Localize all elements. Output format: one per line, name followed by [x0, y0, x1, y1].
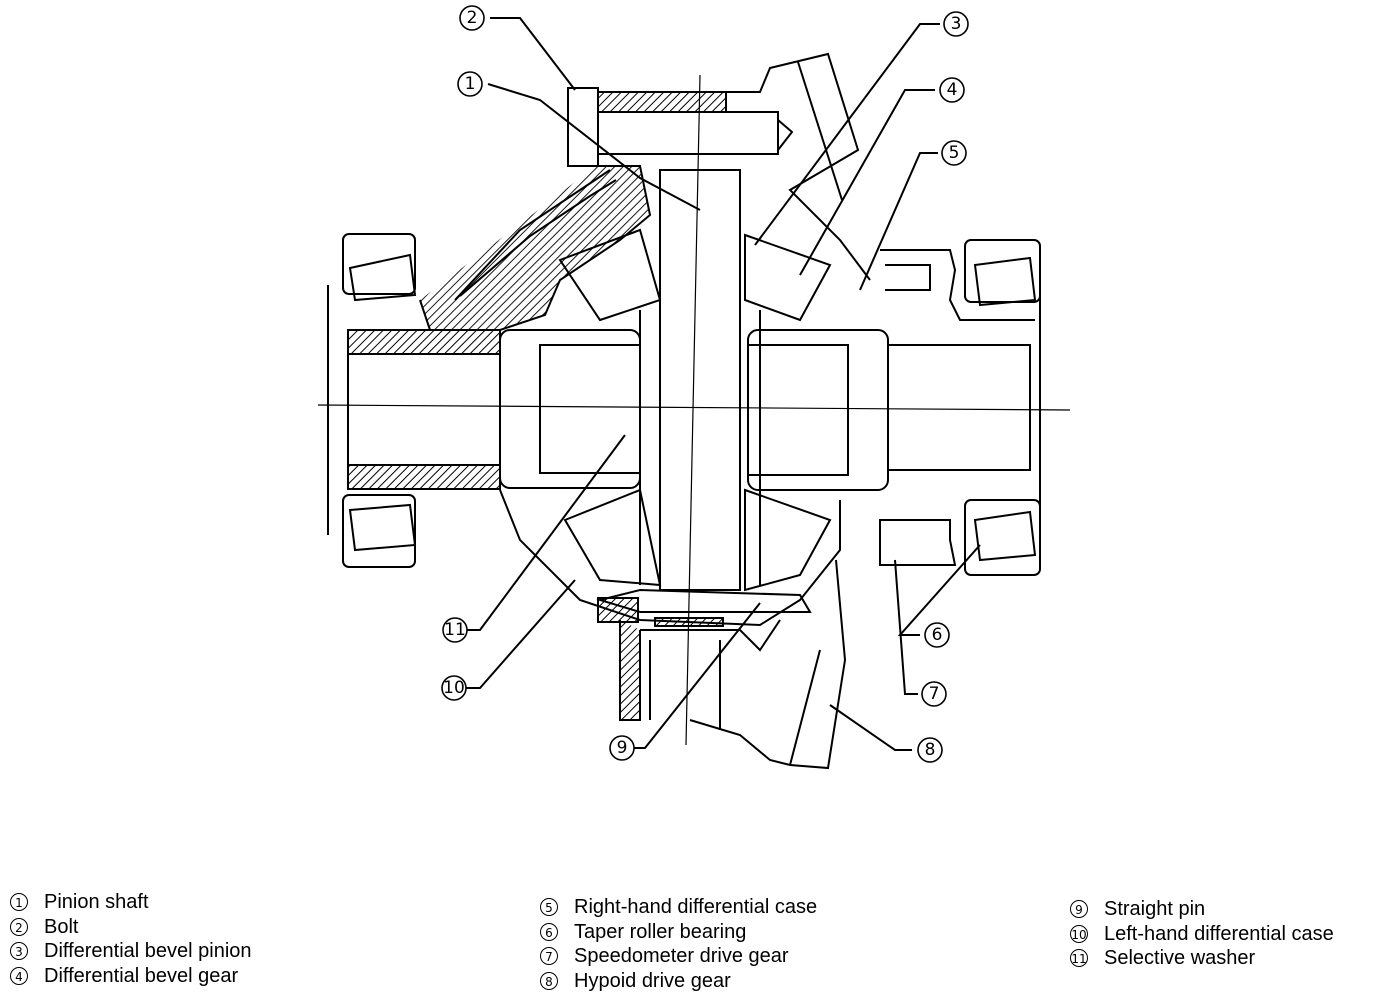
- callout-7: 7: [921, 681, 947, 707]
- callout-9: 9: [609, 735, 635, 761]
- legend-number: 8: [540, 971, 558, 990]
- legend-item: 1 Pinion shaft: [10, 890, 252, 915]
- callout-11: 11: [442, 617, 468, 643]
- legend-number: 4: [10, 966, 28, 985]
- bolt-head: [567, 87, 599, 167]
- callout-3: 3: [943, 11, 969, 37]
- legend-label: Selective washer: [1104, 947, 1256, 969]
- legend-item: 11 Selective washer: [1070, 946, 1334, 971]
- legend-label: Straight pin: [1104, 898, 1206, 920]
- legend-item: 5 Right-hand differential case: [540, 895, 817, 920]
- differential-cross-section-diagram: 1 2 3 4 5 6 7 8 9 10 11: [317, 5, 1071, 770]
- legend-item: 4 Differential bevel gear: [10, 964, 252, 989]
- legend-item: 9 Straight pin: [1070, 897, 1334, 922]
- legend-label: Differential bevel gear: [44, 964, 239, 987]
- legend-label: Hypoid drive gear: [574, 969, 731, 992]
- legend-label: Bolt: [44, 915, 79, 938]
- svg-text:7: 7: [929, 684, 940, 704]
- legend-number: 10: [1070, 924, 1088, 943]
- legend-column-3: 9 Straight pin 10 Left-hand differential c…: [1070, 897, 1334, 971]
- legend-label: Pinion shaft: [44, 891, 149, 913]
- callout-markers: 1 2 3 4 5 6 7 8 9 10 11: [441, 5, 969, 763]
- legend-number: 6: [540, 922, 558, 941]
- svg-text:4: 4: [947, 80, 958, 100]
- callout-1: 1: [457, 71, 483, 97]
- legend-label: Differential bevel pinion: [44, 940, 252, 962]
- legend-item: 8 Hypoid drive gear: [540, 969, 817, 994]
- svg-text:8: 8: [925, 740, 936, 760]
- callout-2: 2: [459, 5, 485, 31]
- legend-item: 2 Bolt: [10, 915, 252, 940]
- legend-number: 1: [10, 893, 28, 912]
- svg-text:11: 11: [444, 620, 466, 640]
- svg-text:3: 3: [951, 14, 962, 34]
- legend-number: 2: [10, 917, 28, 936]
- legend-number: 3: [10, 942, 28, 961]
- svg-text:6: 6: [932, 625, 943, 645]
- svg-text:9: 9: [617, 738, 628, 758]
- legend-item: 6 Taper roller bearing: [540, 920, 817, 945]
- callout-5: 5: [941, 140, 967, 166]
- callout-6: 6: [924, 622, 950, 648]
- legend-number: 9: [1070, 900, 1088, 919]
- legend-item: 7 Speedometer drive gear: [540, 944, 817, 969]
- svg-text:5: 5: [949, 143, 960, 163]
- svg-text:1: 1: [465, 74, 476, 94]
- legend-number: 5: [540, 898, 558, 917]
- legend-item: 3 Differential bevel pinion: [10, 939, 252, 964]
- svg-text:10: 10: [443, 678, 465, 698]
- svg-text:2: 2: [467, 8, 478, 28]
- legend-column-2: 5 Right-hand differential case 6 Taper rol…: [540, 895, 817, 993]
- callout-10: 10: [441, 675, 467, 701]
- legend-label: Left-hand differential case: [1104, 922, 1334, 945]
- legend-item: 10 Left-hand differential case: [1070, 922, 1334, 947]
- legend-number: 7: [540, 947, 558, 966]
- legend-label: Taper roller bearing: [574, 920, 747, 943]
- callout-8: 8: [917, 737, 943, 763]
- callout-4: 4: [939, 77, 965, 103]
- legend-label: Speedometer drive gear: [574, 945, 789, 967]
- legend-number: 11: [1070, 949, 1088, 968]
- legend-label: Right-hand differential case: [574, 896, 818, 918]
